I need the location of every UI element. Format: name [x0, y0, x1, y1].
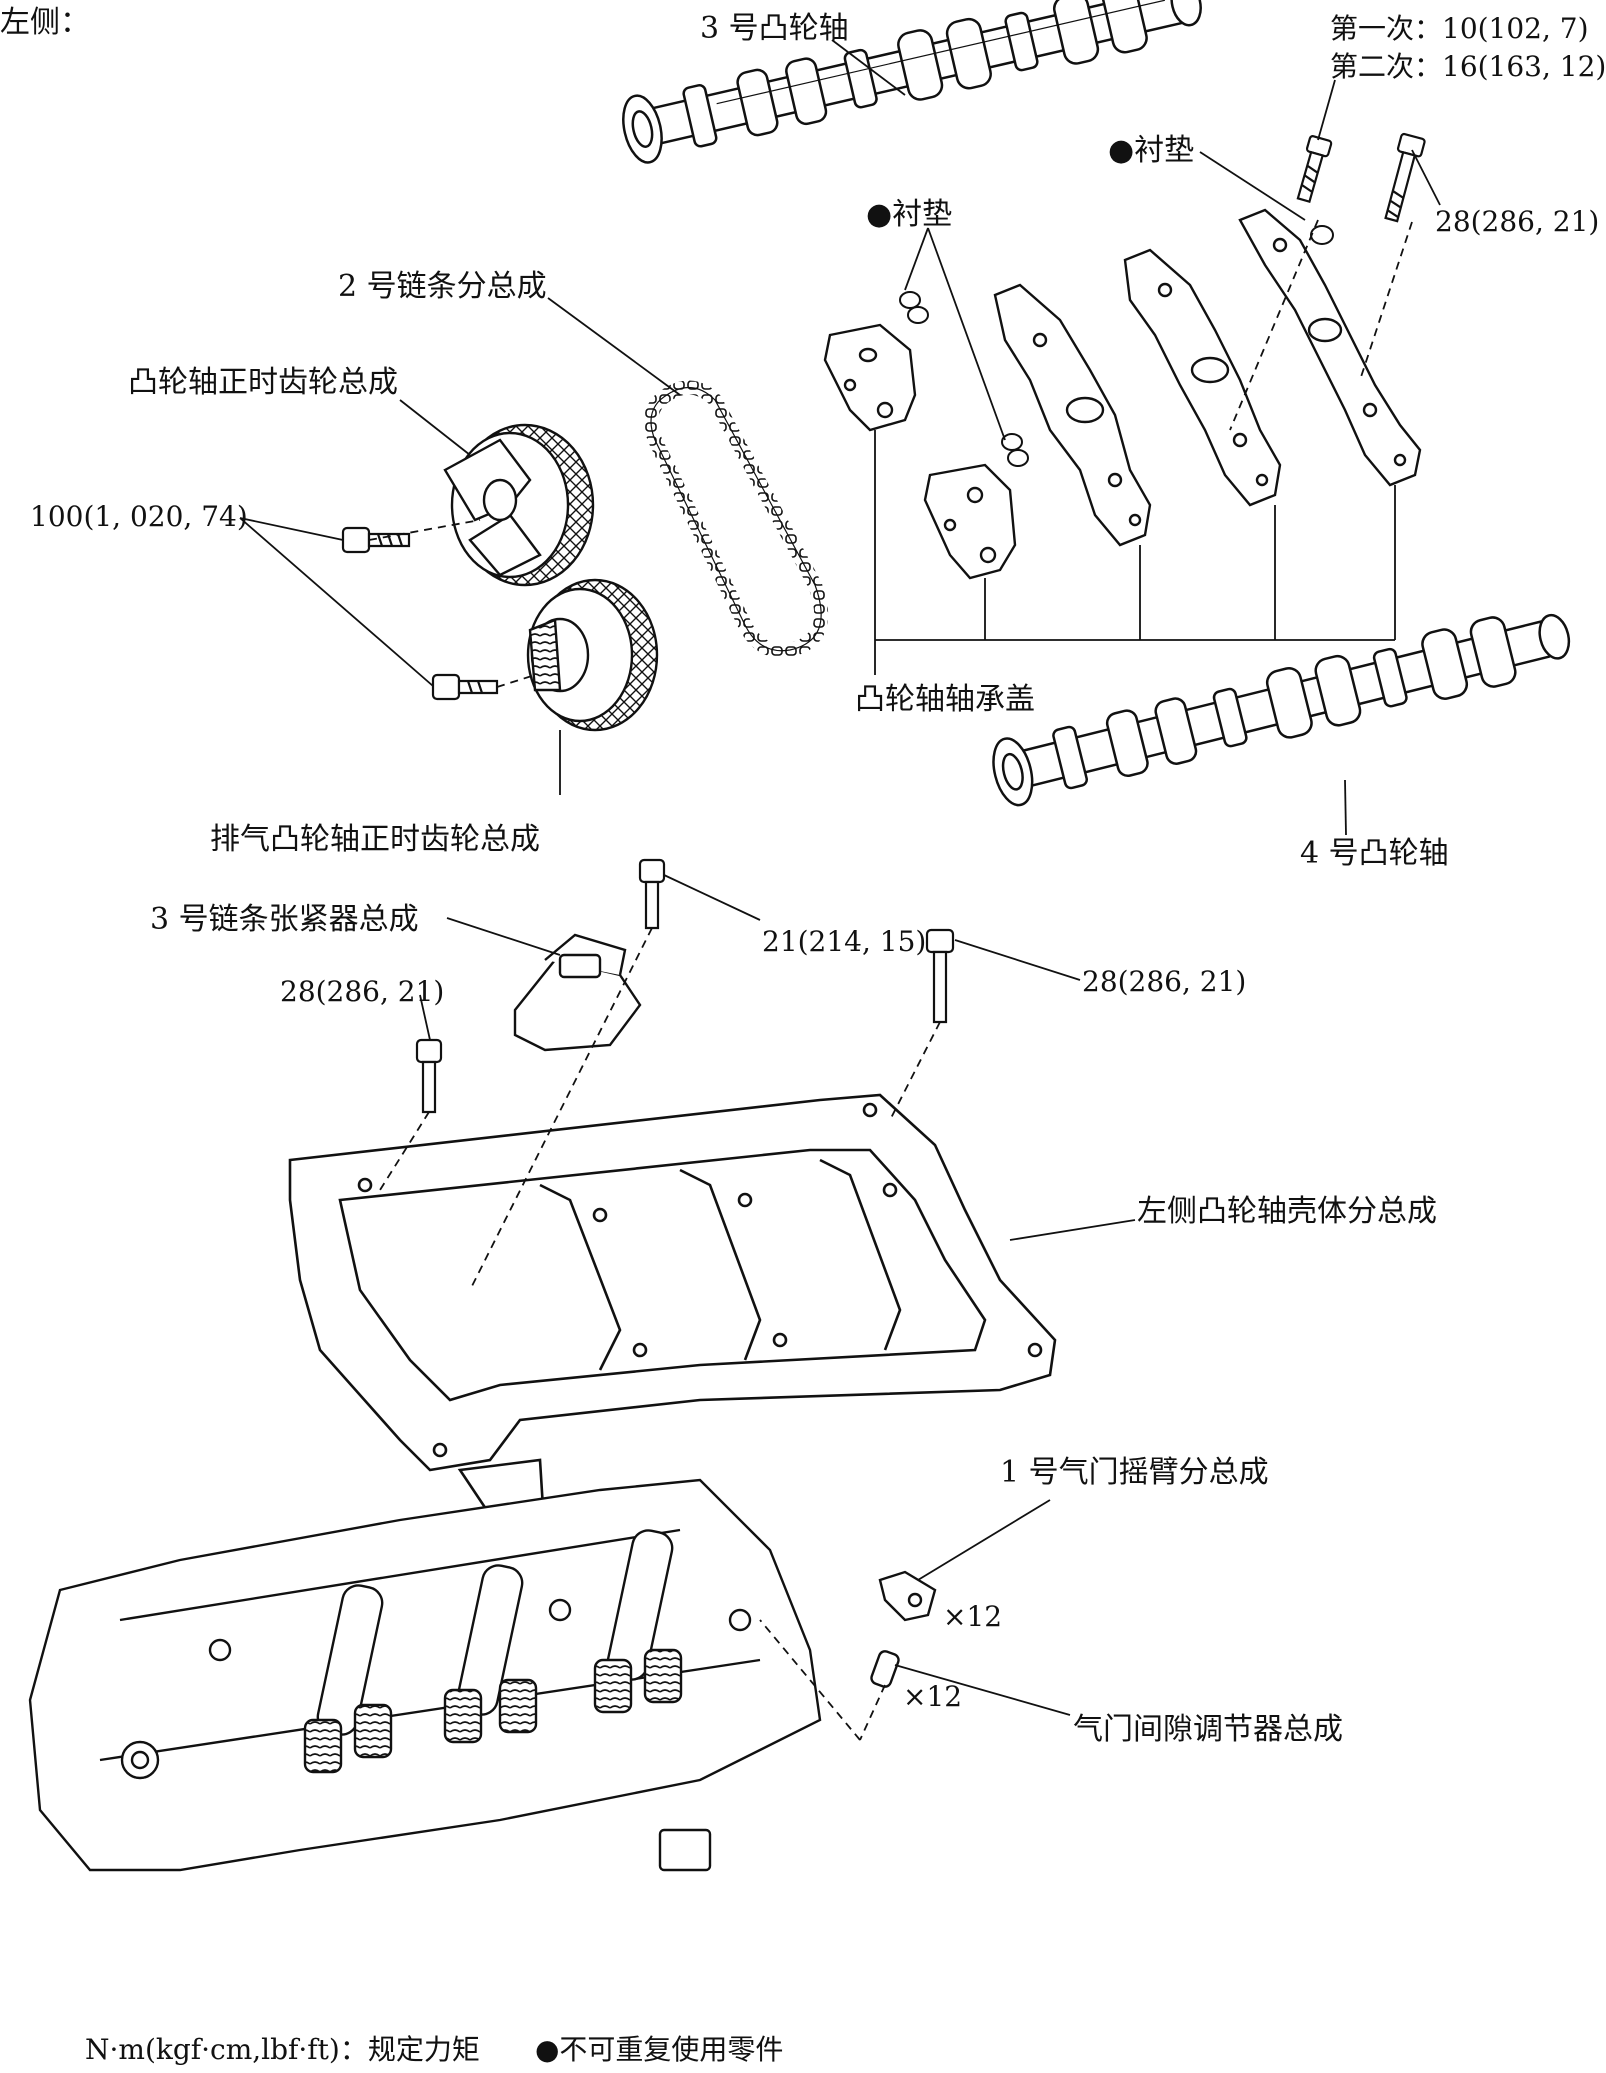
bearing-cap-3 — [995, 285, 1150, 545]
legend-torque: N·m(kgf·cm,lbf·ft)：规定力矩 — [85, 2033, 480, 2066]
bolt-torque-28-mid-left — [417, 1040, 441, 1112]
bolt-torque-100-lower — [433, 675, 497, 699]
gasket-ring-3 — [1311, 226, 1333, 244]
camshaft-housing-left — [290, 1095, 1055, 1545]
bearing-cap-1 — [825, 325, 915, 430]
camshaft-no4 — [987, 600, 1576, 809]
label-qty-adjuster: ×12 — [903, 1680, 963, 1713]
label-torque-28-mid-left: 28(286, 21) — [280, 975, 445, 1008]
rocker-arm-no1 — [880, 1572, 935, 1620]
label-cam-bearing-cap: 凸轮轴轴承盖 — [855, 682, 1035, 717]
lash-adjuster — [870, 1650, 900, 1689]
gasket-ring-1 — [900, 292, 928, 323]
label-cam-timing-gear: 凸轮轴正时齿轮总成 — [128, 365, 398, 400]
bolt-torque-28-top — [1380, 133, 1425, 222]
label-lash-adjuster: 气门间隙调节器总成 — [1073, 1712, 1343, 1747]
label-gasket-right: ●衬垫 — [1108, 133, 1195, 168]
label-torque-first: 第一次：10(102, 7) — [1330, 12, 1589, 45]
camshaft-timing-gear — [445, 425, 593, 585]
label-torque-28-mid-right: 28(286, 21) — [1082, 965, 1247, 998]
bolt-torque-21 — [640, 860, 664, 928]
bolt-torque-28-mid-right — [927, 930, 953, 1022]
gasket-ring-2 — [1002, 434, 1028, 466]
bearing-cap-2 — [925, 465, 1015, 578]
bearing-cap-4 — [1125, 250, 1280, 505]
label-torque-second: 第二次：16(163, 12) — [1330, 50, 1606, 83]
cylinder-head — [30, 1480, 820, 1870]
camshaft-no3 — [617, 0, 1207, 166]
label-camshaft-no3: 3 号凸轮轴 — [700, 11, 849, 46]
bearing-cap-5 — [1240, 210, 1420, 485]
leader-lines — [239, 39, 1441, 1741]
label-tensioner-no3: 3 号链条张紧器总成 — [150, 902, 419, 937]
label-torque-21: 21(214, 15) — [762, 925, 927, 958]
exhaust-timing-gear — [528, 580, 657, 730]
label-qty-rocker: ×12 — [943, 1600, 1003, 1633]
label-gasket-mid: ●衬垫 — [866, 197, 953, 232]
side-title: 左侧： — [0, 5, 90, 40]
label-torque-28-top: 28(286, 21) — [1435, 205, 1600, 238]
chain-no2 — [651, 388, 821, 651]
label-camshaft-housing-left: 左侧凸轮轴壳体分总成 — [1137, 1194, 1437, 1229]
bolt-torque-100-upper — [343, 528, 409, 552]
label-rocker-arm-no1: 1 号气门摇臂分总成 — [1000, 1455, 1269, 1490]
label-chain-no2: 2 号链条分总成 — [338, 269, 547, 304]
bolt-torque-10-16 — [1293, 135, 1332, 203]
legend-nonreusable: ●不可重复使用零件 — [535, 2033, 784, 2066]
label-camshaft-no4: 4 号凸轮轴 — [1300, 836, 1449, 871]
label-torque-100: 100(1, 020, 74) — [30, 500, 248, 533]
label-exhaust-timing-gear: 排气凸轮轴正时齿轮总成 — [210, 822, 540, 857]
tensioner-no3 — [515, 935, 640, 1050]
